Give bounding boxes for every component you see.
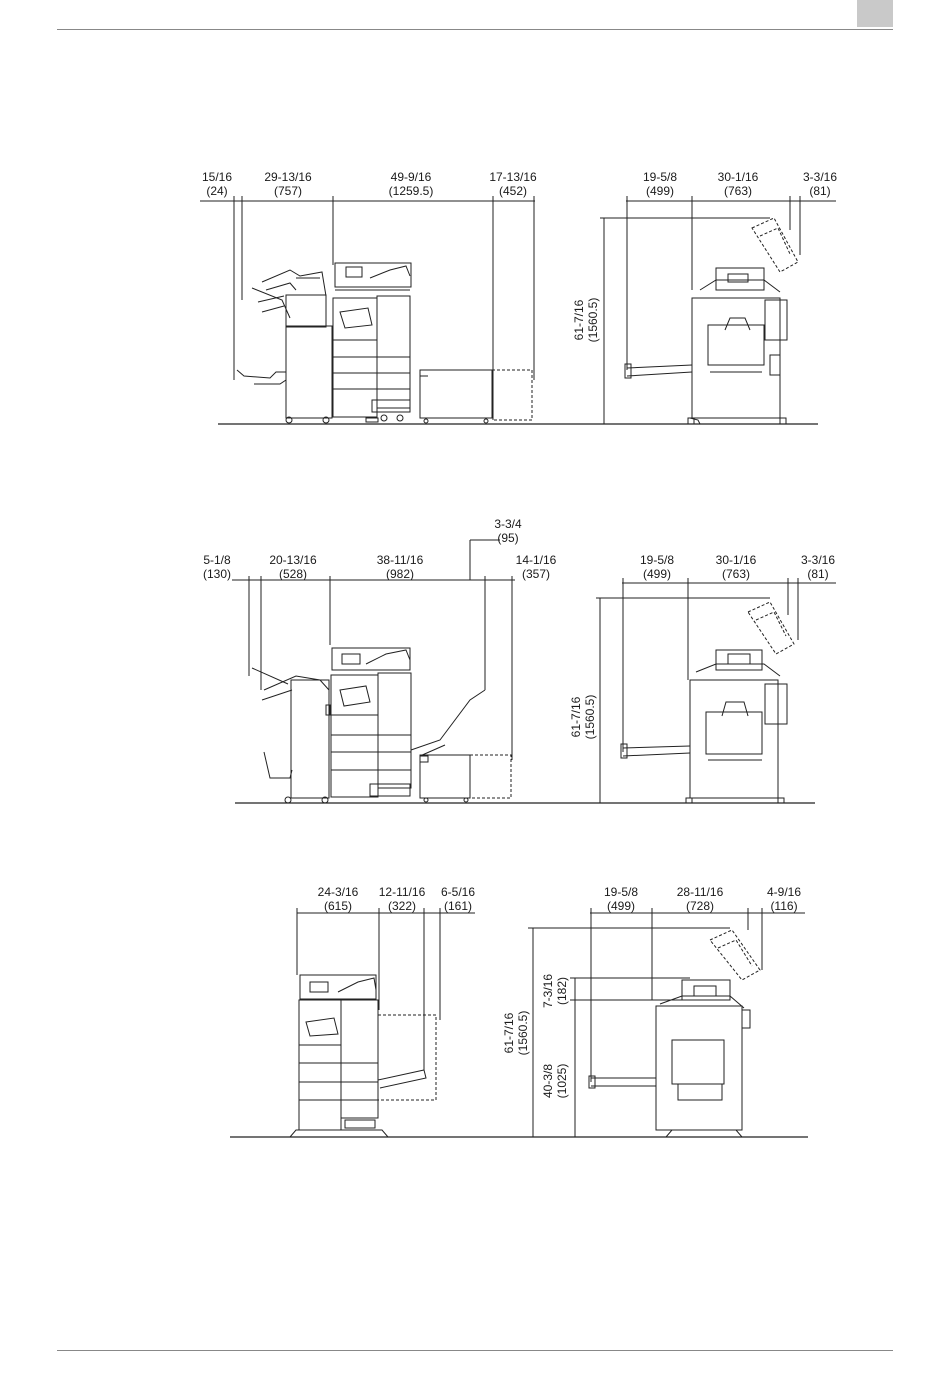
dim-label: 20-13/16(528) [269,553,317,581]
diagram-3-side-view [528,908,805,1137]
dim-label: 19-5/8(499) [603,885,639,913]
dim-label: 30-1/16(763) [717,170,759,198]
dim-label: 4-9/16(116) [766,885,802,913]
footer-rule [57,1350,893,1351]
dim-label: 15/16(24) [201,170,233,198]
dim-label: 19-5/8(499) [639,553,675,581]
header-rule [57,29,893,30]
dim-label: 12-11/16(322) [378,885,426,913]
dim-label: 3-3/16(81) [802,170,838,198]
dim-label: 29-13/16(757) [264,170,312,198]
diagram-1-side-view [600,196,836,424]
dim-label: 3-3/4(95) [494,517,522,545]
dim-label: 49-9/16(1259.5) [388,170,434,198]
dim-label: 30-1/16(763) [715,553,757,581]
dim-label: 14-1/16(357) [515,553,557,581]
dim-label: 3-3/16(81) [800,553,836,581]
page-corner-tab [857,0,893,27]
dim-label: 19-5/8(499) [642,170,678,198]
dim-label: 5-1/8(130) [202,553,232,581]
dim-label: 24-3/16(615) [317,885,359,913]
dim-label: 28-11/16(728) [676,885,724,913]
diagram-2-side-view [596,578,836,803]
diagram-3-front-view [230,908,808,1137]
diagram-1-front-view [200,196,818,424]
dim-label: 38-11/16(982) [376,553,424,581]
dim-label: 17-13/16(452) [489,170,537,198]
dim-label: 6-5/16(161) [440,885,476,913]
diagram-2-front-view [232,540,815,803]
